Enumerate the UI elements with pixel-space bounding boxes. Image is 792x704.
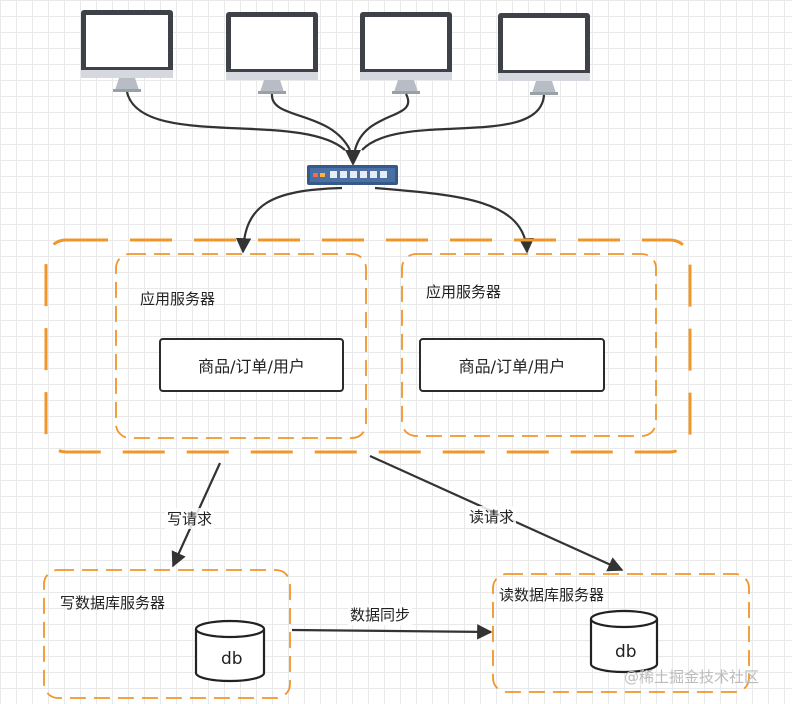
app-cluster-border bbox=[44, 238, 692, 454]
read-request-label: 读请求 bbox=[467, 506, 517, 527]
app-server-2-module: 商品/订单/用户 bbox=[419, 338, 605, 392]
client-monitor-3 bbox=[360, 12, 452, 94]
arrow-data-sync bbox=[291, 624, 493, 640]
app-server-1-title: 应用服务器 bbox=[140, 290, 216, 308]
app-server-1-module: 商品/订单/用户 bbox=[159, 338, 344, 392]
app-server-1-border bbox=[115, 253, 367, 439]
app-server-2-border bbox=[401, 253, 657, 437]
merge-arrowhead bbox=[345, 150, 361, 166]
write-db-label: db bbox=[221, 649, 243, 669]
write-db-server-title: 写数据库服务器 bbox=[60, 594, 166, 612]
client-connections bbox=[125, 91, 546, 151]
read-db-server-title: 读数据库服务器 bbox=[499, 586, 605, 604]
connector-monitor-1 bbox=[125, 91, 346, 151]
read-db-label: db bbox=[615, 642, 637, 662]
network-switch-icon bbox=[307, 165, 398, 185]
read-db-cylinder-icon bbox=[589, 609, 659, 674]
arrow-switch-to-app-1 bbox=[235, 186, 343, 254]
write-db-server-border bbox=[43, 569, 291, 699]
watermark: @稀土掘金技术社区 bbox=[624, 668, 760, 686]
connector-monitor-4 bbox=[361, 94, 546, 151]
connector-monitor-3 bbox=[353, 93, 410, 151]
write-request-label: 写请求 bbox=[165, 508, 215, 529]
client-monitor-2 bbox=[226, 12, 318, 94]
data-sync-label: 数据同步 bbox=[348, 604, 413, 625]
arrow-switch-to-app-2 bbox=[374, 186, 535, 254]
connector-monitor-2 bbox=[270, 93, 351, 151]
client-monitor-1 bbox=[81, 10, 173, 92]
app-server-2-title: 应用服务器 bbox=[426, 283, 502, 301]
read-db-server-border bbox=[492, 573, 750, 693]
client-monitor-4 bbox=[498, 13, 590, 95]
write-db-cylinder-icon bbox=[194, 619, 266, 683]
